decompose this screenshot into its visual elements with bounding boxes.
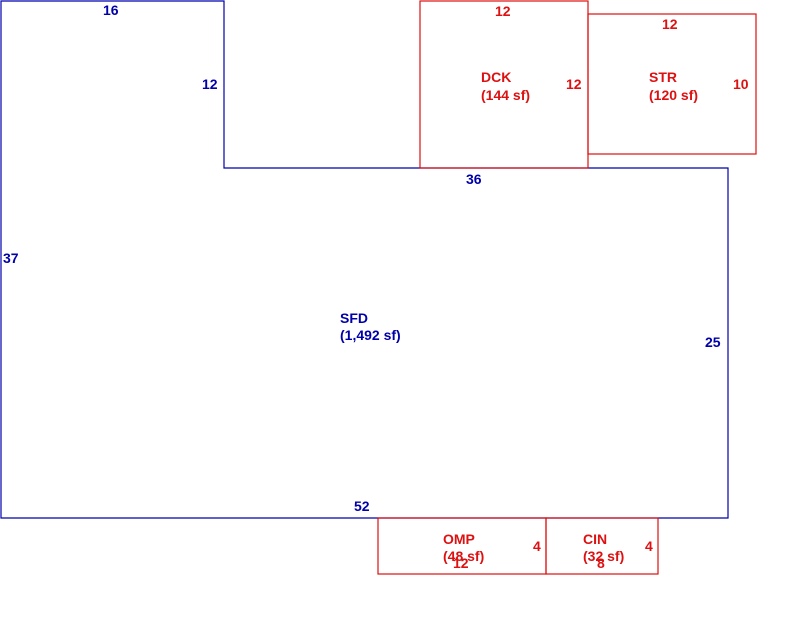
cin-outline <box>545 517 659 575</box>
str-outline <box>587 13 757 155</box>
sfd-dim-top: 16 <box>103 2 119 18</box>
cin-dim-bottom: 8 <box>597 555 605 571</box>
sfd-dim-bottom: 52 <box>354 498 370 514</box>
sfd-dim-mid-top: 36 <box>466 171 482 187</box>
omp-dim-right: 4 <box>533 538 541 554</box>
omp-dim-bottom: 12 <box>453 555 469 571</box>
sfd-area-label: (1,492 sf) <box>340 327 401 343</box>
dck-code-label: DCK <box>481 69 511 85</box>
sfd-dim-left: 37 <box>3 250 19 266</box>
dck-dim-right: 12 <box>566 76 582 92</box>
sfd-dim-upper-right: 12 <box>202 76 218 92</box>
cin-code-label: CIN <box>583 531 607 547</box>
str-dim-top: 12 <box>662 16 678 32</box>
dck-dim-top: 12 <box>495 3 511 19</box>
str-code-label: STR <box>649 69 677 85</box>
cin-dim-right: 4 <box>645 538 653 554</box>
str-area-label: (120 sf) <box>649 87 698 103</box>
sfd-dim-right: 25 <box>705 334 721 350</box>
sfd-code-label: SFD <box>340 310 368 326</box>
dck-area-label: (144 sf) <box>481 87 530 103</box>
omp-area-label: (48 sf) <box>443 548 484 564</box>
omp-code-label: OMP <box>443 531 475 547</box>
sfd-outline <box>0 0 729 519</box>
str-dim-right: 10 <box>733 76 749 92</box>
cin-area-label: (32 sf) <box>583 548 624 564</box>
